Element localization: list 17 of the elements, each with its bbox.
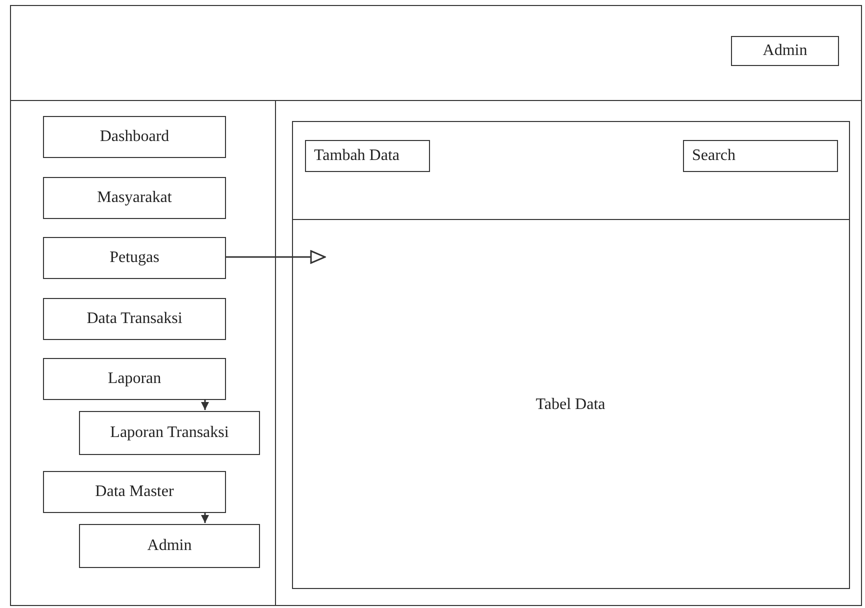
submenu-button: Admin xyxy=(79,524,260,568)
menu-button: Petugas xyxy=(43,237,226,279)
header-bar xyxy=(10,5,862,101)
menu-button: Masyarakat xyxy=(43,177,226,219)
add-data-button: Tambah Data xyxy=(305,140,430,172)
menu-button: Dashboard xyxy=(43,116,226,158)
arrow xyxy=(201,399,209,410)
submenu-button: Laporan Transaksi xyxy=(79,411,260,455)
arrow xyxy=(225,250,326,264)
sidebar-panel xyxy=(10,100,276,606)
search-field: Search xyxy=(683,140,838,172)
placeholder-text: Tabel Data xyxy=(536,396,606,414)
menu-button: Data Transaksi xyxy=(43,298,226,340)
menu-button: Laporan xyxy=(43,358,226,400)
menu-button: Data Master xyxy=(43,471,226,513)
arrow xyxy=(201,512,209,523)
profile-button: Admin xyxy=(731,36,839,66)
